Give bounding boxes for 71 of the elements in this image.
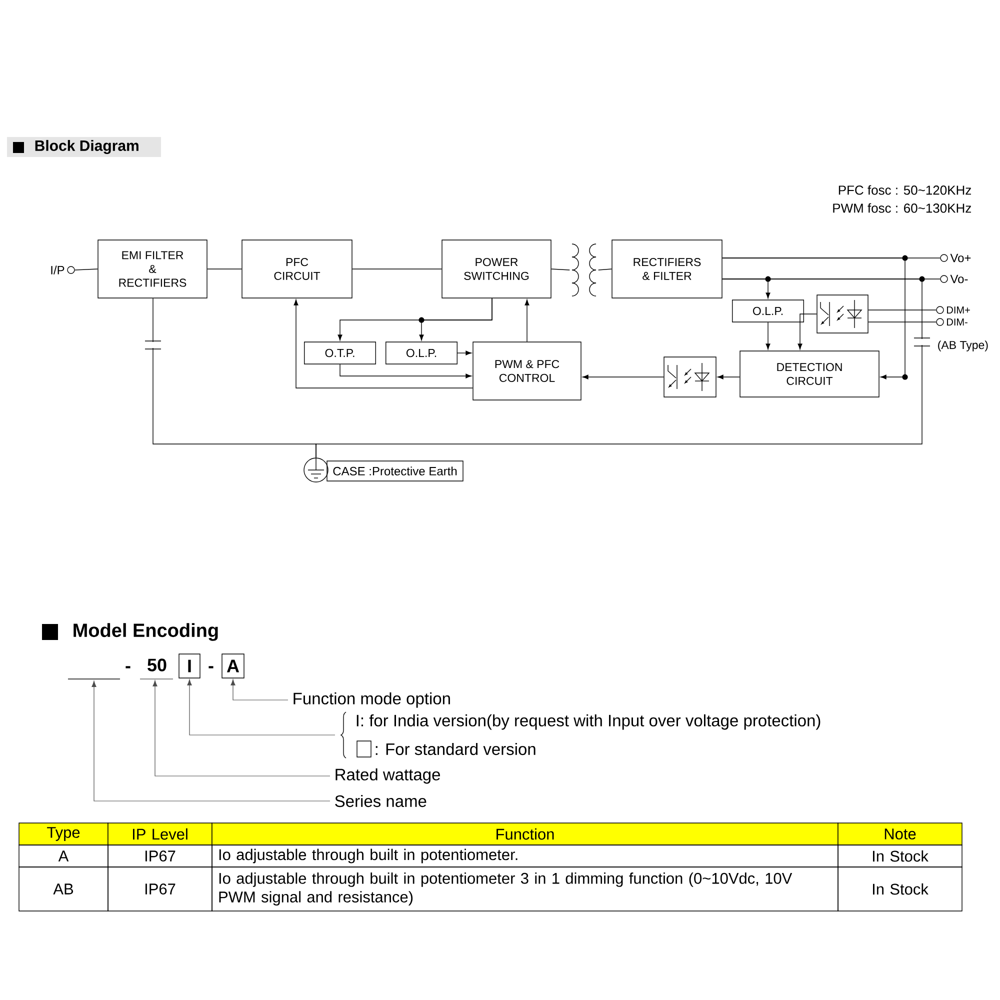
code-box: I — [178, 654, 200, 678]
block-box: O.L.P. — [732, 300, 804, 322]
arrow — [524, 300, 530, 342]
heading: Block Diagram — [7, 137, 161, 157]
arrow — [718, 374, 740, 380]
leader-line — [187, 679, 336, 736]
block-box: DETECTION CIRCUIT — [740, 350, 880, 398]
type-note: (AB Type) — [938, 340, 988, 352]
arrow — [294, 300, 474, 388]
block-box: POWER SWITCHING — [442, 240, 552, 298]
arrow — [582, 374, 664, 380]
table-cell: Io adjustable through built in potentiometer. — [212, 844, 838, 868]
earth-symbol — [304, 458, 328, 482]
block-box: O.L.P. — [386, 342, 458, 364]
node-label: Vo- — [950, 274, 968, 284]
arrow — [798, 314, 818, 350]
node-label: DIM+ — [947, 306, 970, 314]
node-label: Vo+ — [950, 254, 971, 262]
dash: - — [208, 666, 214, 668]
leader-text: : For standard version — [356, 740, 536, 758]
column-header: IP Level — [108, 822, 212, 846]
node-label: I/P — [51, 266, 64, 274]
code-segment: 50 — [140, 658, 174, 680]
case-label: CASE :Protective Earth — [326, 460, 464, 482]
block-box: PWM & PFC CONTROL — [472, 342, 582, 400]
leader-line — [92, 680, 330, 802]
terminal: DIM+ — [936, 306, 970, 314]
heading: Model Encoding — [42, 623, 218, 641]
leader-text: Function mode option — [294, 692, 450, 708]
block-box: RECTIFIERS & FILTER — [612, 240, 722, 298]
table-cell: Io adjustable through built in potentiometer 3 in 1 dimming function (0~10Vdc, 10V PWM signal and resistance) — [212, 866, 838, 912]
connector — [316, 278, 922, 458]
table-cell: In Stock — [838, 844, 962, 868]
optocoupler-symbol — [664, 356, 716, 398]
connector — [551, 268, 570, 270]
table-cell: In Stock — [838, 866, 962, 912]
leader-text: Rated wattage — [336, 768, 440, 784]
terminal: Vo+ — [940, 254, 971, 262]
block-box: EMI FILTER & RECTIFIERS — [98, 240, 208, 298]
arrow — [457, 350, 472, 356]
underline — [68, 678, 120, 680]
arrow — [340, 364, 472, 378]
leader-text: Series name — [335, 794, 426, 808]
connector — [352, 268, 442, 270]
column-header: Note — [838, 822, 962, 846]
arrow — [722, 258, 906, 380]
arrow — [766, 322, 770, 350]
frequency-note: PFC fosc : 50~120KHz — [838, 185, 971, 195]
terminal: Vo- — [940, 274, 968, 284]
connector — [74, 268, 98, 270]
code-box: A — [222, 654, 244, 678]
table-cell: A — [18, 844, 108, 868]
terminal: DIM- — [936, 318, 968, 326]
terminal: I/P — [51, 266, 75, 274]
block-box: PFC CIRCUIT — [242, 240, 352, 298]
column-header: Type — [18, 822, 108, 846]
dash: - — [126, 666, 130, 668]
leader-text: I: for India version(by request with Input over voltage protection) — [356, 714, 820, 730]
table-cell: AB — [18, 866, 108, 912]
connector — [207, 268, 242, 270]
table-cell: IP67 — [108, 844, 212, 868]
arrow — [419, 298, 492, 340]
leader-line — [230, 679, 288, 700]
transformer-symbol — [572, 244, 596, 296]
frequency-note: PWM fosc : 60~130KHz — [833, 203, 971, 213]
leader-line — [152, 680, 330, 776]
optocoupler-symbol — [816, 294, 868, 334]
node-label: DIM- — [947, 318, 968, 326]
table-cell: IP67 — [108, 866, 212, 912]
block-box: O.T.P. — [304, 342, 376, 364]
connector — [598, 268, 612, 270]
